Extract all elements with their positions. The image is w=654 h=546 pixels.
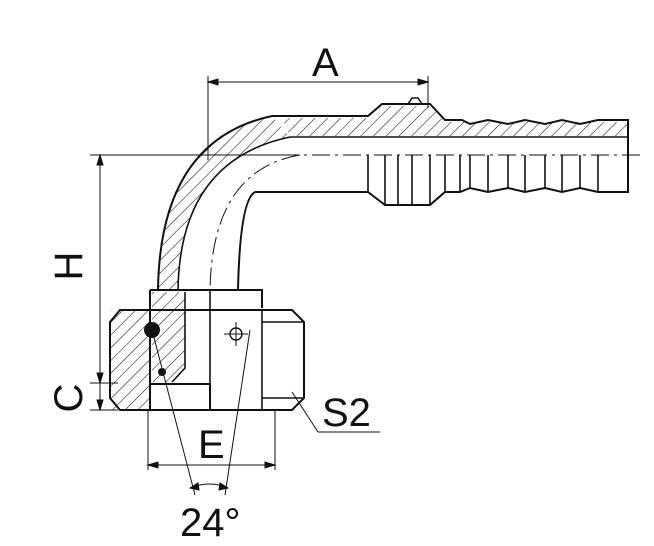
label-h: H — [47, 252, 91, 281]
label-e: E — [198, 423, 225, 467]
label-angle: 24° — [180, 501, 241, 545]
dimension-labels: A H C E S2 24° — [47, 41, 371, 545]
dimension-lines — [90, 76, 430, 496]
hose-tail — [255, 97, 629, 206]
label-c: C — [47, 384, 91, 413]
label-s2: S2 — [322, 391, 371, 435]
nut-body — [109, 289, 305, 411]
label-a: A — [312, 41, 339, 85]
elbow-bend — [157, 115, 640, 291]
